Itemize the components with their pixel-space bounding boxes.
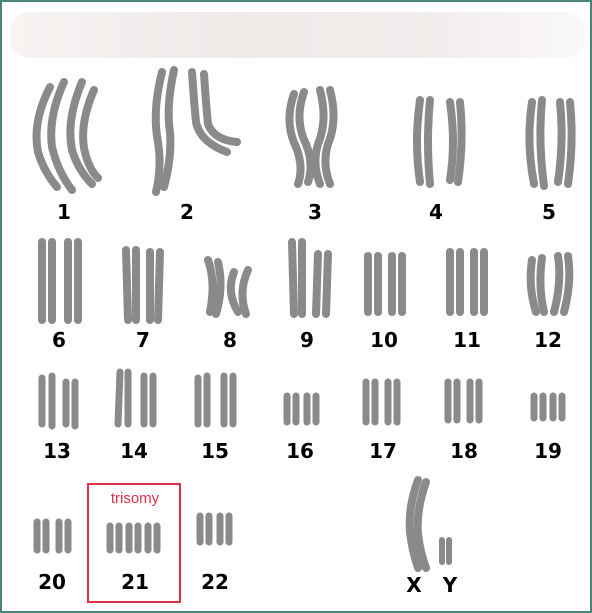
chromosome-9-pair <box>292 242 328 314</box>
chromosome-8-pair <box>208 260 248 314</box>
chromosome-14-pair <box>118 372 153 424</box>
chromosome-15-pair <box>198 376 233 424</box>
label-7: 7 <box>136 328 150 352</box>
chromosome-13-pair <box>42 376 75 426</box>
chromosome-22-pair <box>200 516 229 542</box>
chromosome-7-pair <box>126 250 160 320</box>
label-3: 3 <box>308 200 322 224</box>
chromosome-19-pair <box>534 396 562 418</box>
label-2: 2 <box>180 200 194 224</box>
label-16: 16 <box>286 439 314 463</box>
label-19: 19 <box>534 439 562 463</box>
label-11: 11 <box>453 328 481 352</box>
label-14: 14 <box>120 439 148 463</box>
label-22: 22 <box>201 570 229 594</box>
label-9: 9 <box>300 328 314 352</box>
chromosome-5-pair <box>529 100 571 186</box>
label-21: 21 <box>121 570 149 594</box>
chromosome-1-pair <box>37 82 99 190</box>
label-12: 12 <box>534 328 562 352</box>
chromosome-3-pair <box>289 90 333 184</box>
label-5: 5 <box>542 200 556 224</box>
label-8: 8 <box>223 328 237 352</box>
label-x: X <box>406 573 422 597</box>
chromosome-16-pair <box>287 396 316 422</box>
chromosome-2-pair <box>156 70 237 192</box>
chromosome-21-trisomy <box>110 526 157 550</box>
chromosome-10-pair <box>368 256 402 312</box>
label-17: 17 <box>369 439 397 463</box>
label-6: 6 <box>52 328 66 352</box>
chromosome-12-pair <box>531 256 570 312</box>
label-10: 10 <box>370 328 398 352</box>
chromosome-18-pair <box>448 382 479 420</box>
label-4: 4 <box>429 200 443 224</box>
chromosome-y <box>442 540 449 562</box>
chromosome-20-pair <box>37 522 68 550</box>
label-13: 13 <box>43 439 71 463</box>
chromosome-4-pair <box>417 100 462 184</box>
chromosome-17-pair <box>366 382 397 422</box>
label-y: Y <box>442 573 458 597</box>
chromosome-x <box>410 480 426 568</box>
label-1: 1 <box>57 200 71 224</box>
label-15: 15 <box>201 439 229 463</box>
chromosome-6-pair <box>42 242 78 320</box>
label-20: 20 <box>38 570 66 594</box>
trisomy-label: trisomy <box>111 490 160 507</box>
chromosome-11-pair <box>450 252 484 312</box>
label-18: 18 <box>450 439 478 463</box>
